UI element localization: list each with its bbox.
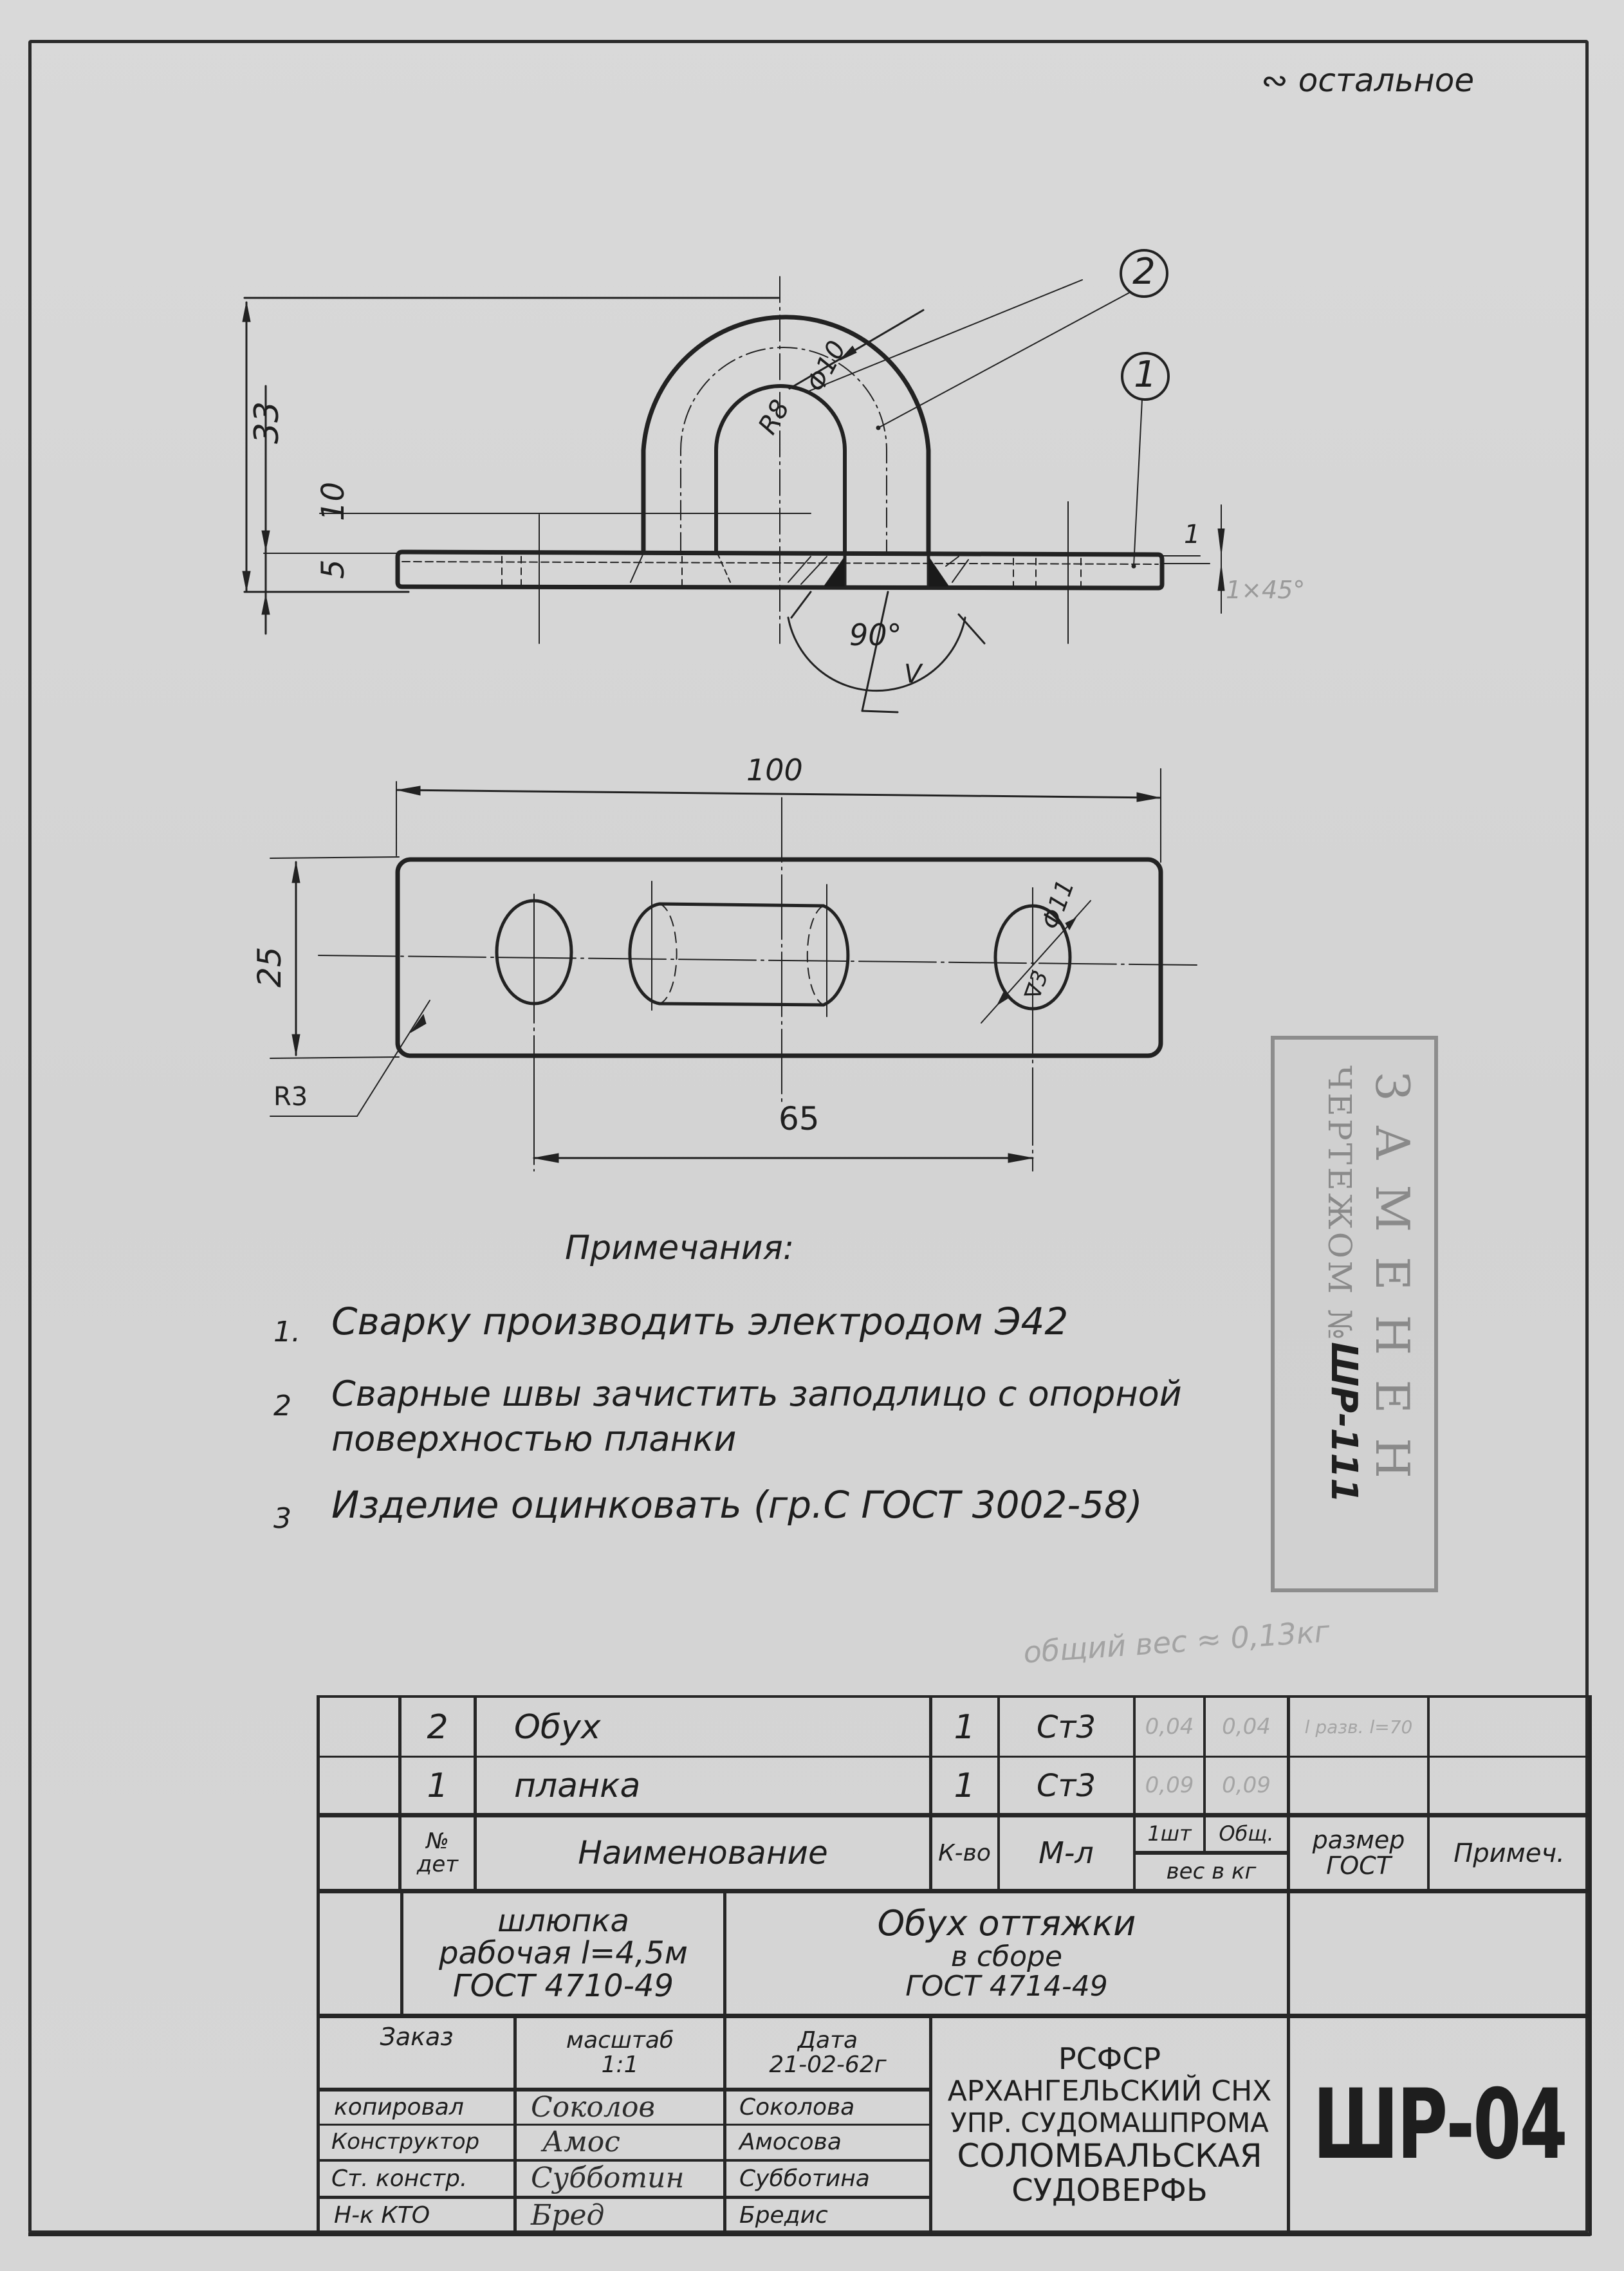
note-3-number: 3 xyxy=(273,1502,291,1535)
bom-header-num-line2: дет xyxy=(416,1851,459,1877)
org-line1: РСФСР xyxy=(1058,2041,1161,2076)
drawing-frame xyxy=(28,40,1589,2234)
bom-header-weight-label: вес в кг xyxy=(1166,1858,1257,1884)
bom-header-num-line1: № xyxy=(426,1828,449,1854)
stamp-replaced-text: ЗАМЕНЕН xyxy=(1365,1072,1419,1503)
bom-header-num: № дет xyxy=(401,1817,474,1889)
dim-width: 25 xyxy=(251,946,288,988)
bom-row-1-remarks xyxy=(1430,1758,1589,1814)
sign-name-3: Субботина xyxy=(739,2165,870,2192)
notes-title: Примечания: xyxy=(565,1229,795,1267)
sign-name-1: Соколова xyxy=(739,2094,855,2121)
dim-weld-angle: 90° xyxy=(849,618,902,652)
bom-row-2-remarks xyxy=(1430,1698,1589,1756)
bom-row-1-qty: 1 xyxy=(954,1766,975,1805)
callout-2: 2 xyxy=(1132,251,1156,293)
bom-row-1-size xyxy=(1290,1758,1427,1814)
bom-row-1-material: Ст3 xyxy=(1036,1767,1096,1804)
drawing-number-cell: ШР-04 xyxy=(1290,2018,1589,2232)
part-title-line2: в сборе xyxy=(950,1940,1063,1973)
dim-inner-height: 10 xyxy=(315,481,351,521)
replacement-stamp: ЗАМЕНЕН ЧЕРТЕЖОМ № ШР-111 xyxy=(1271,1036,1438,1592)
bom-header-material: М-л xyxy=(1038,1835,1094,1871)
bom-row-2-weight-one: 0,04 xyxy=(1145,1714,1194,1740)
product-line2: рабочая l=4,5м xyxy=(439,1935,688,1972)
date-label: Дата xyxy=(797,2027,858,2054)
org-line5: судоверфь xyxy=(1011,2172,1208,2209)
surface-roughness-note: ∾ остальное xyxy=(1261,62,1475,99)
organization-block: РСФСР Архангельский СНХ Упр. Судомашпром… xyxy=(932,2018,1287,2232)
bom-header-size-line2: ГОСТ xyxy=(1326,1851,1391,1880)
dim-chamfer-angle: 1×45° xyxy=(1226,576,1306,604)
bom-row-2-name: Обух xyxy=(514,1707,601,1747)
dim-overall-height: 33 xyxy=(248,401,286,444)
part-title-line1: Обух оттяжки xyxy=(877,1902,1136,1944)
org-line4: Соломбальская xyxy=(957,2137,1262,2174)
bom-row-1-name: планка xyxy=(514,1766,641,1805)
sign-role-3: Ст. констр. xyxy=(331,2165,468,2192)
bom-header-qty: К-во xyxy=(938,1839,991,1866)
scale-cell: масштаб 1:1 xyxy=(517,2018,723,2088)
order-label: Заказ xyxy=(380,2023,454,2051)
bom-header-remarks: Примеч. xyxy=(1453,1838,1565,1868)
callout-1: 1 xyxy=(1134,354,1157,396)
sign-role-4: Н-к КТО xyxy=(334,2202,430,2229)
org-line2: Архангельский СНХ xyxy=(947,2075,1272,2108)
bom-header-weight-one: 1шт xyxy=(1147,1821,1192,1846)
bom-header-size: размер ГОСТ xyxy=(1290,1817,1427,1889)
product-line1: шлюпка xyxy=(497,1902,629,1939)
date-cell: Дата 21-02-62г xyxy=(726,2018,929,2088)
dim-chamfer: 1 xyxy=(1184,520,1201,549)
bom-row-2-weight-total: 0,04 xyxy=(1222,1714,1271,1740)
sign-signature-1: Соколов xyxy=(531,2090,656,2124)
bom-header-name: Наименование xyxy=(578,1834,828,1872)
bom-header-size-line1: размер xyxy=(1312,1825,1405,1854)
sign-signature-4: Бред xyxy=(531,2198,605,2232)
product-line3: ГОСТ 4710-49 xyxy=(452,1967,674,2004)
sign-name-4: Бредис xyxy=(739,2202,828,2229)
part-title-line3: ГОСТ 4714-49 xyxy=(905,1969,1108,2003)
dim-length: 100 xyxy=(746,753,803,787)
bom-row-1-weight-one: 0,09 xyxy=(1145,1772,1194,1799)
bom-row-2-num: 2 xyxy=(427,1707,448,1747)
stamp-drawing-text: ЧЕРТЕЖОМ № xyxy=(1321,1065,1358,1343)
dim-plate-thickness: 5 xyxy=(315,559,351,579)
weld-symbol: V xyxy=(904,659,922,689)
org-line3: Упр. Судомашпрома xyxy=(950,2106,1269,2138)
part-title: Обух оттяжки в сборе ГОСТ 4714-49 xyxy=(726,1893,1287,2014)
note-1-number: 1. xyxy=(273,1316,300,1348)
note-3-text: Изделие оцинковать (гр.С ГОСТ 3002-58) xyxy=(331,1483,1143,1527)
sign-signature-2: Амос xyxy=(542,2125,620,2158)
note-2-number: 2 xyxy=(273,1390,291,1422)
date-value: 21-02-62г xyxy=(769,2052,887,2078)
product-designation: шлюпка рабочая l=4,5м ГОСТ 4710-49 xyxy=(403,1893,723,2014)
dim-corner-radius: R3 xyxy=(273,1082,308,1112)
sign-signature-3: Субботин xyxy=(531,2162,685,2195)
sign-name-2: Амосова xyxy=(739,2129,842,2156)
scale-label: масштаб xyxy=(566,2027,674,2054)
bom-row-2-qty: 1 xyxy=(954,1707,975,1747)
bom-row-1-num: 1 xyxy=(427,1766,448,1805)
bom-row-1-weight-total: 0,09 xyxy=(1222,1772,1271,1799)
sign-role-2: Конструктор xyxy=(331,2129,480,2155)
note-2-text: Сварные швы зачистить заподлицо с опорно… xyxy=(331,1374,1182,1414)
dim-hole-spacing: 65 xyxy=(779,1100,820,1137)
bom-header-weight-total: Общ. xyxy=(1219,1821,1274,1846)
bom-row-2-material: Ст3 xyxy=(1036,1709,1096,1745)
drawing-number: ШР-04 xyxy=(1313,2068,1567,2181)
sign-role-1: копировал xyxy=(334,2094,464,2121)
scale-value: 1:1 xyxy=(601,2052,639,2078)
note-1-text: Сварку производить электродом Э42 xyxy=(331,1300,1069,1343)
stamp-drawing-number: ШР-111 xyxy=(1323,1342,1365,1503)
bom-row-2-size: l разв. l=70 xyxy=(1304,1716,1413,1738)
note-2-text-cont: поверхностью планки xyxy=(331,1419,737,1459)
